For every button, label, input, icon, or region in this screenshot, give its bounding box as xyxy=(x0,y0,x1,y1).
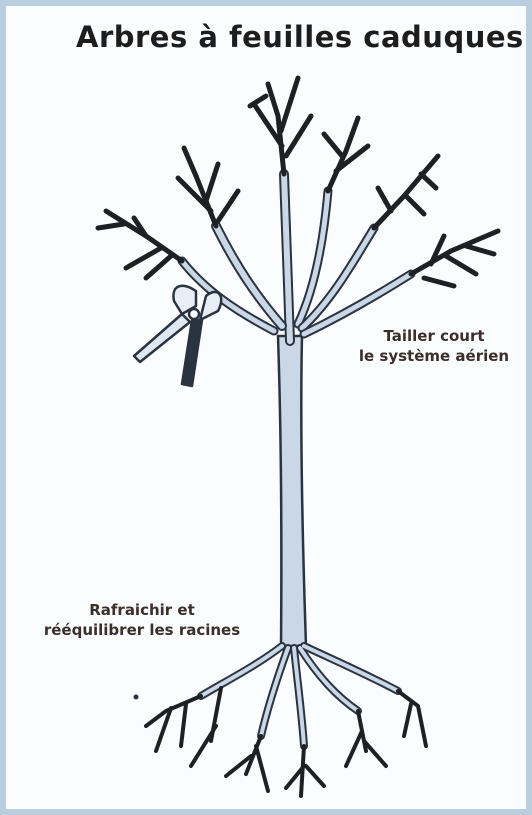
annotation-roots: Rafraichir et rééquilibrer les racines xyxy=(10,600,274,640)
roots xyxy=(146,646,426,796)
annotation-crown-line-1: Tailler court xyxy=(334,326,532,346)
speck xyxy=(134,695,139,700)
living-branches xyxy=(182,174,411,341)
annotation-roots-line-1: Rafraichir et xyxy=(10,600,274,620)
tree-icon xyxy=(98,78,498,796)
annotation-crown: Tailler court le système aérien xyxy=(334,326,532,366)
cut-branches xyxy=(98,78,498,286)
pruning-shears-icon xyxy=(134,286,221,386)
trunk xyxy=(278,336,306,646)
tree-illustration xyxy=(6,6,526,809)
annotation-roots-line-2: rééquilibrer les racines xyxy=(10,620,274,640)
annotation-crown-line-2: le système aérien xyxy=(334,346,532,366)
